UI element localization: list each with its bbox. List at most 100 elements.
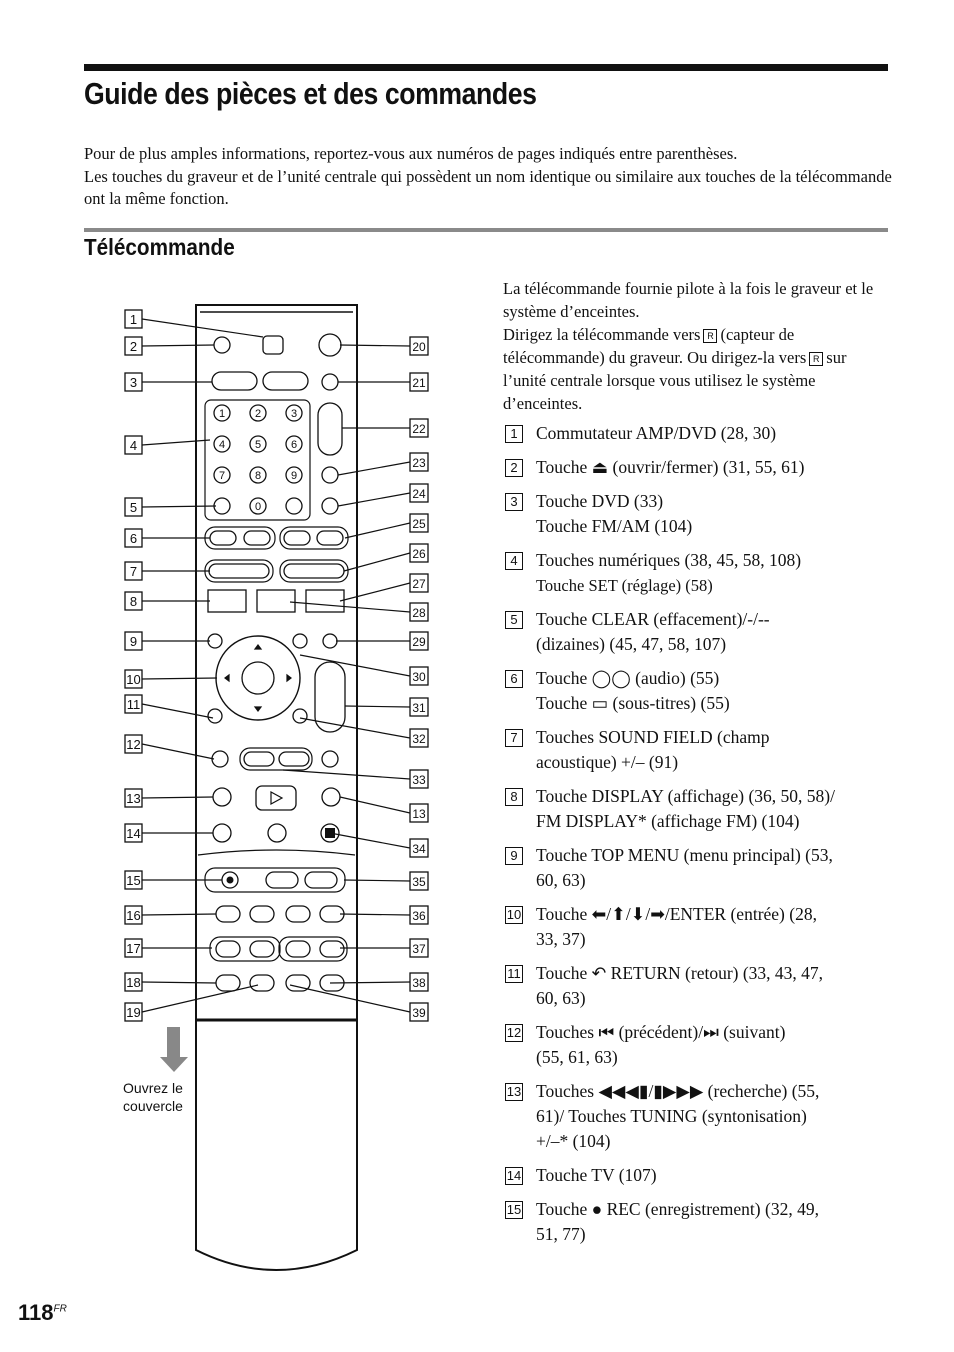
description-part-c: sur l’unité centrale lorsque vous utilis… (503, 348, 847, 413)
description-part-b: (capteur de télécommande) du graveur. Ou… (503, 325, 807, 367)
angle-group (279, 526, 349, 550)
item-text: Touche SET (réglage) (58) (536, 576, 713, 595)
list-item: 9 Touche TOP MENU (menu principal) (53, 60… (503, 843, 893, 893)
callout-leader (339, 796, 411, 814)
cover-button (249, 905, 275, 923)
prev-button (211, 750, 229, 768)
number-key-label: 0 (255, 501, 261, 513)
cover-button (215, 940, 241, 958)
callout-number: 13 (126, 791, 140, 806)
item-text: 60, 63) (536, 870, 586, 890)
callout-number: 26 (412, 547, 426, 561)
next-button (321, 750, 339, 768)
callout-number: 32 (412, 732, 426, 746)
item-number: 2 (505, 459, 523, 477)
replay-button (243, 751, 275, 767)
callout-leader (141, 984, 259, 1013)
callout-leader (299, 654, 411, 677)
item-number: 15 (505, 1201, 523, 1219)
number-key (213, 404, 231, 422)
display-button (207, 589, 247, 613)
tuning-group (279, 559, 349, 583)
number-key-label: 2 (255, 408, 261, 420)
callout-leader (141, 677, 218, 680)
item-number: 5 (505, 611, 523, 629)
open-cover-label: Ouvrez le couvercle (123, 1080, 183, 1114)
top-rule (84, 64, 888, 71)
set-button (285, 497, 303, 515)
cover-group (209, 936, 281, 962)
number-key-label: 4 (219, 439, 225, 451)
rec-mode-button (265, 871, 299, 889)
scan-back-button (212, 787, 232, 807)
callout-number: 34 (412, 842, 426, 856)
callout-leader (337, 461, 411, 476)
number-key (285, 404, 303, 422)
replay-group (239, 747, 313, 771)
item-text: Touches ◀◀◀▮/▮▶▶▶ (recherche) (55, (536, 1081, 820, 1101)
remote-sensor-icon: R (809, 352, 824, 367)
intro-paragraph-1: Pour de plus amples informations, report… (84, 144, 738, 163)
number-key (285, 435, 303, 453)
callout-number: 33 (412, 773, 426, 787)
callout-number: 16 (126, 908, 140, 923)
item-text: 51, 77) (536, 1224, 586, 1244)
callout-leader (282, 769, 411, 780)
number-key (249, 435, 267, 453)
callout-leader (337, 492, 411, 507)
callout-leader (329, 832, 411, 849)
callout-number: 31 (412, 701, 426, 715)
callout-number: 39 (412, 1006, 426, 1020)
item-text: 33, 37) (536, 929, 586, 949)
cover-hinge (197, 849, 356, 856)
cover-button (215, 974, 241, 992)
intro-text: Pour de plus amples informations, report… (84, 143, 894, 211)
callout-leader (141, 439, 211, 446)
callout-number: 27 (412, 577, 426, 591)
item-text: acoustique) +/– (91) (536, 752, 679, 772)
eject-button (213, 336, 231, 354)
item-number: 7 (505, 729, 523, 747)
remote-body (195, 304, 358, 1271)
callout-leader (343, 552, 411, 572)
item-number: 1 (505, 425, 523, 443)
callout-number: 6 (130, 531, 137, 546)
item-text: Touche DISPLAY (affichage) (36, 50, 58)/ (536, 786, 835, 806)
item-text: Touche TOP MENU (menu principal) (53, (536, 845, 833, 865)
list-item: 15 Touche ● REC (enregistrement) (32, 49,… (503, 1197, 893, 1247)
item-text: Touche DVD (33) (536, 491, 664, 511)
page-title: Guide des pièces et des commandes (84, 76, 537, 111)
number-key-label: 1 (219, 408, 225, 420)
list-item: 1 Commutateur AMP/DVD (28, 30) (503, 421, 893, 446)
number-key-label: 6 (291, 439, 297, 451)
callout-leader (141, 796, 214, 799)
item-text: Touche ● REC (enregistrement) (32, 49, (536, 1199, 819, 1219)
cover-button (285, 905, 311, 923)
options-button (322, 633, 338, 649)
advance-button (278, 751, 310, 767)
callout-number: 17 (126, 941, 140, 956)
number-key (285, 466, 303, 484)
callout-number: 11 (127, 697, 141, 712)
number-key (249, 404, 267, 422)
page-number-value: 118 (18, 1300, 54, 1325)
item-text: Commutateur AMP/DVD (28, 30) (536, 423, 777, 443)
tuning-button (283, 563, 345, 579)
open-cover-arrow-icon (160, 1027, 188, 1072)
instant-button (292, 708, 308, 724)
callout-number: 8 (130, 594, 137, 609)
item-text: 61)/ Touches TUNING (syntonisation) (536, 1106, 807, 1126)
callout-leader (141, 913, 217, 916)
item-number: 9 (505, 847, 523, 865)
callout-number: 35 (412, 875, 426, 889)
callout-leader (339, 582, 411, 602)
cover-button (285, 940, 311, 958)
angle-button (283, 530, 311, 546)
